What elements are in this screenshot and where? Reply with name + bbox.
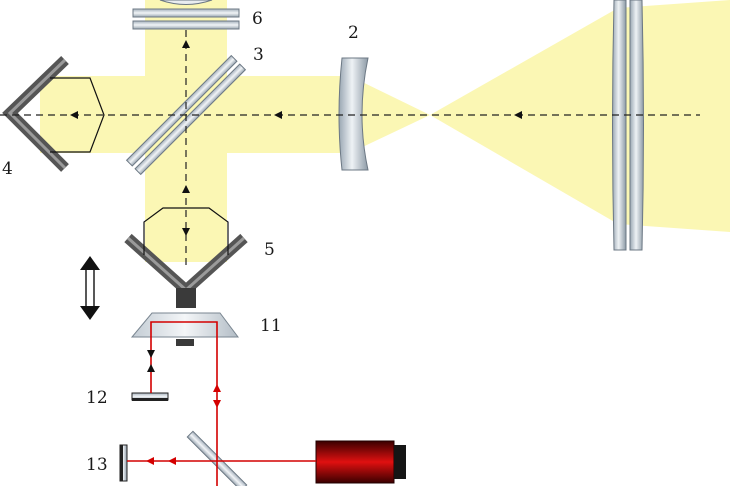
- lens-2: [338, 57, 369, 171]
- laser-arrows: [146, 350, 221, 465]
- objective-11: [130, 312, 239, 346]
- axis-arrows: [70, 40, 522, 236]
- label-5: 5: [264, 240, 275, 260]
- label-6: 6: [252, 9, 263, 29]
- laser-paths: [127, 321, 316, 486]
- beamsplitter-3: [125, 54, 247, 176]
- label-13: 13: [86, 455, 108, 475]
- label-4: 4: [2, 159, 13, 179]
- laser-source: [315, 440, 406, 484]
- incoming-cone-beam: [430, 0, 730, 232]
- translation-arrow: [80, 256, 100, 320]
- optical-axis: [0, 30, 700, 265]
- label-11: 11: [260, 316, 282, 336]
- roof-mirror-4: [2, 56, 105, 172]
- roof-mirror-5: [124, 207, 248, 308]
- primary-lens: [612, 0, 644, 251]
- mirror-12: [131, 392, 169, 401]
- label-3: 3: [253, 45, 264, 65]
- label-12: 12: [86, 388, 108, 408]
- label-2: 2: [348, 23, 359, 43]
- mirror-13: [119, 444, 128, 482]
- window-6: [132, 0, 240, 30]
